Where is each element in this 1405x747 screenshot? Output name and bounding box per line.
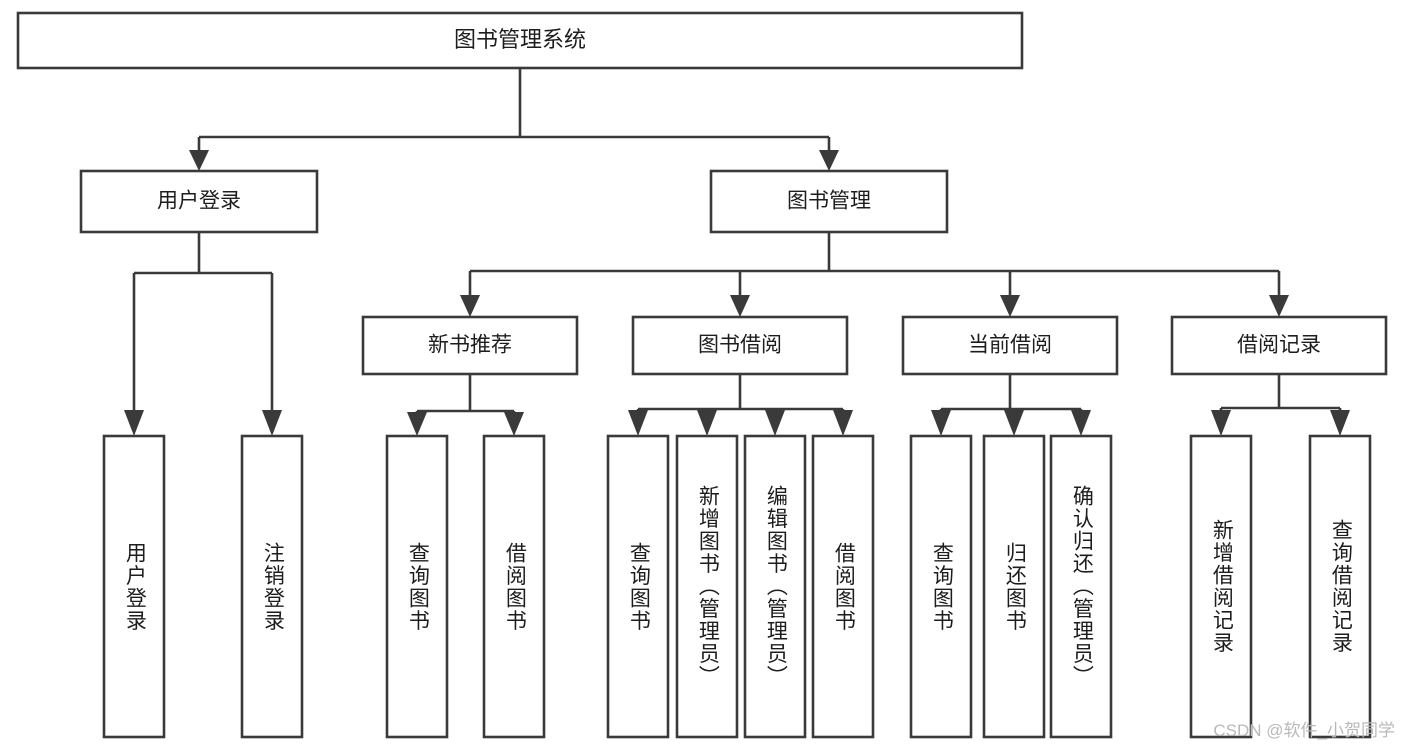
arrowhead-user-login bbox=[189, 150, 209, 171]
node-box-leaf-query-book-1[interactable] bbox=[385, 434, 449, 739]
node-box-leaf-edit-book[interactable] bbox=[743, 434, 807, 739]
arrowhead-book-borrow bbox=[730, 295, 750, 317]
arrowhead-current-borrow bbox=[1000, 295, 1020, 317]
node-box-leaf-add-book[interactable] bbox=[675, 434, 739, 739]
node-box-leaf-logout[interactable] bbox=[240, 434, 304, 739]
node-box-leaf-return-book[interactable] bbox=[982, 434, 1046, 739]
node-box-leaf-borrow-book-2[interactable] bbox=[811, 434, 875, 739]
arrowhead-borrow-record bbox=[1269, 295, 1289, 317]
arrowhead-leaf-query-book-1 bbox=[407, 412, 427, 436]
node-box-book-manage[interactable] bbox=[709, 169, 949, 234]
arrowhead-leaf-borrow-book-1 bbox=[504, 412, 524, 436]
arrowhead-leaf-add-book bbox=[697, 410, 717, 436]
arrowhead-book-manage bbox=[819, 150, 839, 171]
node-box-book-borrow[interactable] bbox=[631, 315, 849, 376]
node-box-leaf-user-login[interactable] bbox=[102, 434, 166, 739]
node-box-root[interactable] bbox=[16, 11, 1024, 70]
arrowhead-leaf-query-book-2 bbox=[628, 410, 648, 436]
arrowhead-leaf-confirm-return bbox=[1071, 410, 1091, 436]
arrowhead-leaf-borrow-book-2 bbox=[833, 410, 853, 436]
node-box-current-borrow[interactable] bbox=[901, 315, 1119, 376]
node-boxes-group: 图书管理系统 用户登录 图书管理 新书推荐 图书借阅 当前借阅 借阅记录 bbox=[16, 11, 1388, 739]
node-box-leaf-query-record[interactable] bbox=[1308, 434, 1372, 739]
arrowhead-leaf-query-book-3 bbox=[931, 410, 951, 436]
node-box-leaf-borrow-book-1[interactable] bbox=[482, 434, 546, 739]
node-box-leaf-add-record[interactable] bbox=[1189, 434, 1253, 739]
node-label-borrow-record: 借阅记录 bbox=[1237, 334, 1321, 357]
node-box-user-login[interactable] bbox=[79, 169, 319, 234]
node-box-new-book-recommend[interactable] bbox=[361, 315, 579, 376]
node-label-book-manage: 图书管理 bbox=[787, 190, 871, 213]
node-box-borrow-record[interactable] bbox=[1170, 315, 1388, 376]
arrowhead-leaf-query-record bbox=[1330, 410, 1350, 436]
watermark-text: CSDN @软件_小贺同学 bbox=[1213, 721, 1395, 740]
arrowhead-leaf-edit-book bbox=[765, 410, 785, 436]
arrowhead-leaf-user-login bbox=[124, 410, 144, 436]
node-box-leaf-confirm-return[interactable] bbox=[1049, 434, 1113, 739]
connector-group bbox=[124, 68, 1350, 436]
node-label-book-borrow: 图书借阅 bbox=[698, 334, 782, 357]
node-label-new-book-recommend: 新书推荐 bbox=[428, 334, 512, 357]
arrowhead-new-book-recommend bbox=[460, 295, 480, 317]
arrowhead-leaf-return-book bbox=[1004, 410, 1024, 436]
arrowhead-leaf-add-record bbox=[1211, 410, 1231, 436]
node-label-current-borrow: 当前借阅 bbox=[968, 334, 1052, 357]
arrowhead-leaf-logout bbox=[262, 410, 282, 436]
node-box-leaf-query-book-2[interactable] bbox=[606, 434, 670, 739]
node-box-leaf-query-book-3[interactable] bbox=[909, 434, 973, 739]
node-label-root: 图书管理系统 bbox=[454, 27, 586, 52]
node-label-user-login: 用户登录 bbox=[157, 190, 241, 213]
